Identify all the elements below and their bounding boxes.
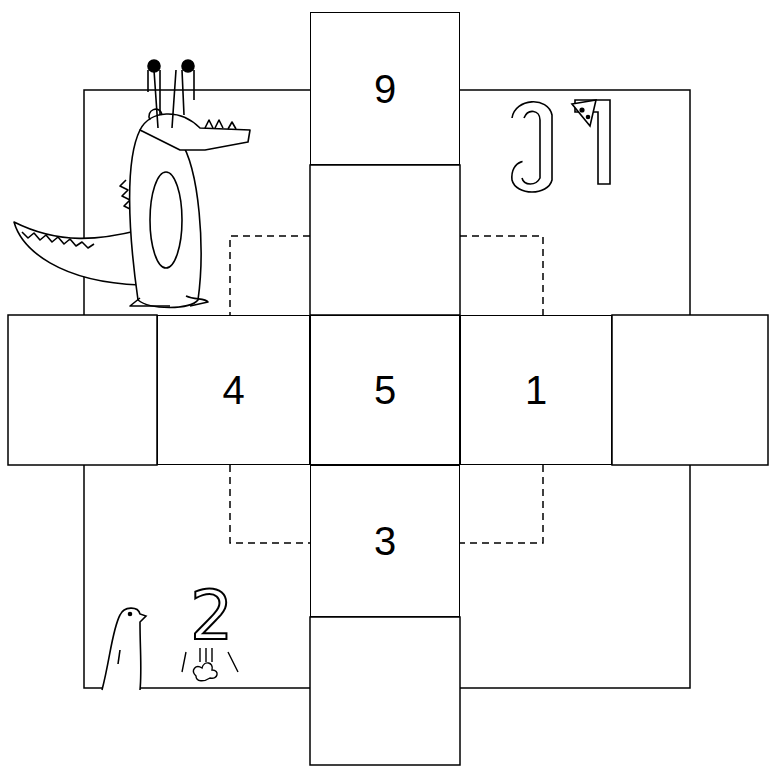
- drawn-numeral: 2: [190, 582, 233, 650]
- number-box: 3: [310, 465, 460, 617]
- box-number: 5: [374, 370, 396, 410]
- figure-illustration: [102, 608, 146, 690]
- box-number: 9: [374, 69, 396, 109]
- box-number: 3: [374, 521, 396, 561]
- empty-box: [8, 315, 157, 465]
- lettering-illustration: [512, 100, 610, 192]
- box-number: 4: [222, 370, 244, 410]
- empty-box: [310, 165, 460, 315]
- crocodile-illustration: [14, 60, 250, 308]
- number-box: 9: [310, 12, 460, 165]
- empty-box: [612, 315, 768, 465]
- number-box: 4: [157, 315, 310, 465]
- empty-box: [310, 617, 460, 765]
- background-square: [84, 90, 690, 688]
- number-box: 1: [460, 315, 612, 465]
- number-box: 5: [310, 315, 460, 465]
- motion-marks: [182, 648, 238, 681]
- box-number: 1: [525, 370, 547, 410]
